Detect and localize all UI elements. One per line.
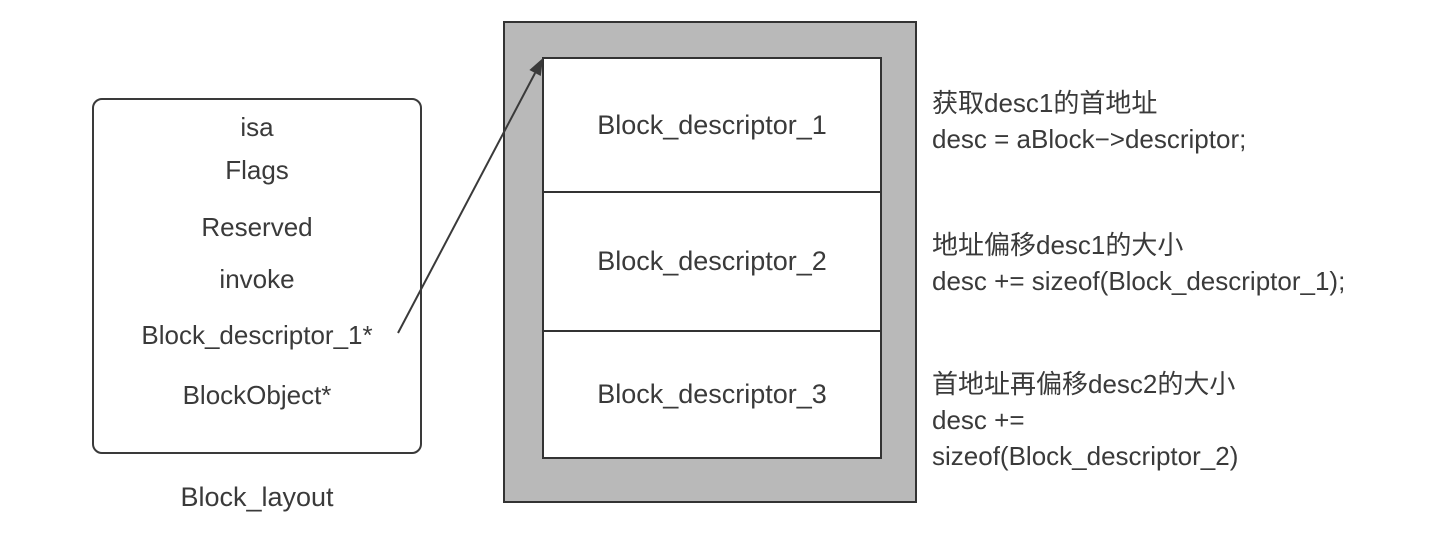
annotation-line: desc += sizeof(Block_descriptor_1); (932, 266, 1346, 296)
field-reserved: Reserved (201, 212, 313, 242)
annotation-line: 获取desc1的首地址 (932, 88, 1158, 118)
field-block-descriptor-1: Block_descriptor_1* (141, 320, 373, 350)
annotation-line: 首地址再偏移desc2的大小 (932, 369, 1236, 399)
memory-cell-descriptor-1: Block_descriptor_1 (542, 57, 882, 193)
field-isa: isa (240, 112, 274, 142)
block-layout-caption: Block_layout (180, 482, 334, 512)
block-layout-box: isa Flags Reserved invoke Block_descript… (92, 98, 422, 454)
descriptor-memory-container: Block_descriptor_1 Block_descriptor_2 Bl… (503, 21, 917, 503)
memory-cell-descriptor-2: Block_descriptor_2 (542, 191, 882, 332)
annotation-line: desc = aBlock−>descriptor; (932, 124, 1247, 154)
field-flags: Flags (225, 155, 289, 185)
annotation-line: desc += (932, 405, 1025, 435)
annotation-offset-desc1-size: 地址偏移desc1的大小 desc += sizeof(Block_descri… (932, 227, 1432, 299)
field-invoke: invoke (219, 264, 295, 294)
annotation-line: 地址偏移desc1的大小 (932, 230, 1184, 260)
field-blockobject: BlockObject* (182, 380, 332, 410)
memory-cell-descriptor-3: Block_descriptor_3 (542, 330, 882, 459)
annotation-line: sizeof(Block_descriptor_2) (932, 441, 1239, 471)
annotation-get-desc1-address: 获取desc1的首地址 desc = aBlock−>descriptor; (932, 85, 1432, 157)
annotation-offset-desc2-size: 首地址再偏移desc2的大小 desc += sizeof(Block_desc… (932, 366, 1432, 474)
